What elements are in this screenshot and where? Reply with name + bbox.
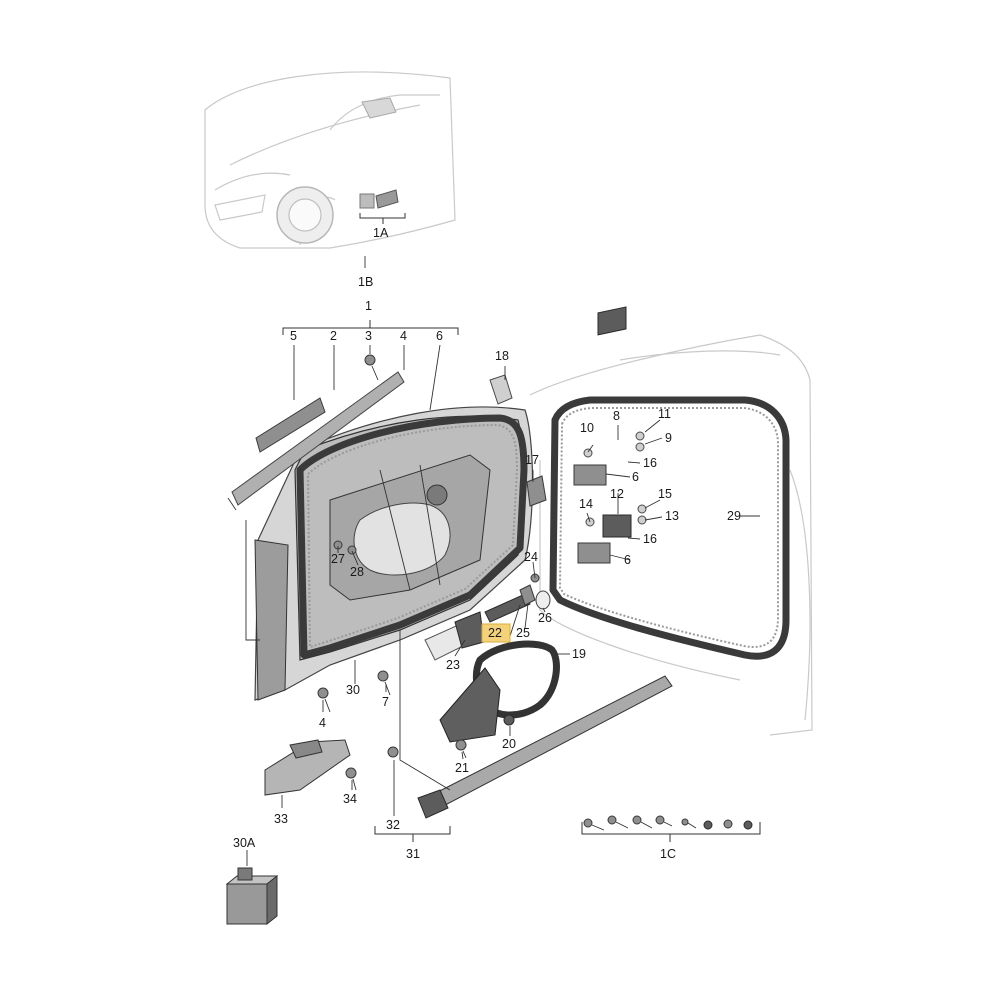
callout-4-bottom: 4 — [319, 716, 326, 730]
callout-1: 1 — [365, 299, 372, 313]
door-opening-ghost — [529, 334, 813, 736]
hinge-upper — [573, 306, 645, 486]
callout-4-top: 4 — [400, 329, 407, 343]
callout-13: 13 — [665, 509, 679, 523]
callout-2: 2 — [330, 329, 337, 343]
callout-21: 21 — [455, 761, 469, 775]
callout-30A: 30A — [233, 836, 256, 850]
bracket — [264, 739, 351, 796]
callout-3: 3 — [365, 329, 372, 343]
trim-strips — [227, 371, 405, 511]
callout-22: 22 — [488, 626, 502, 640]
bolt-set — [583, 815, 753, 831]
car-front-inset — [204, 71, 456, 249]
callout-1C: 1C — [660, 847, 676, 861]
callout-24: 24 — [524, 550, 538, 564]
callout-29: 29 — [727, 509, 741, 523]
speaker-trim — [439, 640, 560, 743]
callout-26: 26 — [538, 611, 552, 625]
leader-lines — [245, 213, 761, 866]
callout-9: 9 — [665, 431, 672, 445]
callout-6-lower: 6 — [624, 553, 631, 567]
callout-6-top: 6 — [436, 329, 443, 343]
sill-strip — [417, 675, 673, 819]
callout-1A: 1A — [373, 226, 389, 240]
callout-labels: 1A 1B 1 5 2 3 4 6 18 8 11 10 9 16 17 6 1… — [233, 226, 741, 861]
callout-10: 10 — [580, 421, 594, 435]
callout-12: 12 — [610, 487, 624, 501]
callout-16-lower: 16 — [643, 532, 657, 546]
callout-27: 27 — [331, 552, 345, 566]
door-assembly — [254, 406, 534, 701]
hinge-lower — [577, 504, 647, 564]
callout-8: 8 — [613, 409, 620, 423]
callout-32: 32 — [386, 818, 400, 832]
callout-15: 15 — [658, 487, 672, 501]
callout-7: 7 — [382, 695, 389, 709]
callout-25: 25 — [516, 626, 530, 640]
callout-31: 31 — [406, 847, 420, 861]
callout-1B: 1B — [358, 275, 373, 289]
callout-16-upper: 16 — [643, 456, 657, 470]
callout-30: 30 — [346, 683, 360, 697]
callout-18: 18 — [495, 349, 509, 363]
callout-17: 17 — [525, 453, 539, 467]
callout-33: 33 — [274, 812, 288, 826]
bottle-30A — [225, 867, 279, 926]
callout-19: 19 — [572, 647, 586, 661]
callout-14: 14 — [579, 497, 593, 511]
highlight-22 — [481, 623, 511, 643]
callout-23: 23 — [446, 658, 460, 672]
callout-28: 28 — [350, 565, 364, 579]
callout-34: 34 — [343, 792, 357, 806]
callout-5: 5 — [290, 329, 297, 343]
callout-11: 11 — [658, 407, 671, 421]
callout-20: 20 — [502, 737, 516, 751]
callout-6-upper: 6 — [632, 470, 639, 484]
